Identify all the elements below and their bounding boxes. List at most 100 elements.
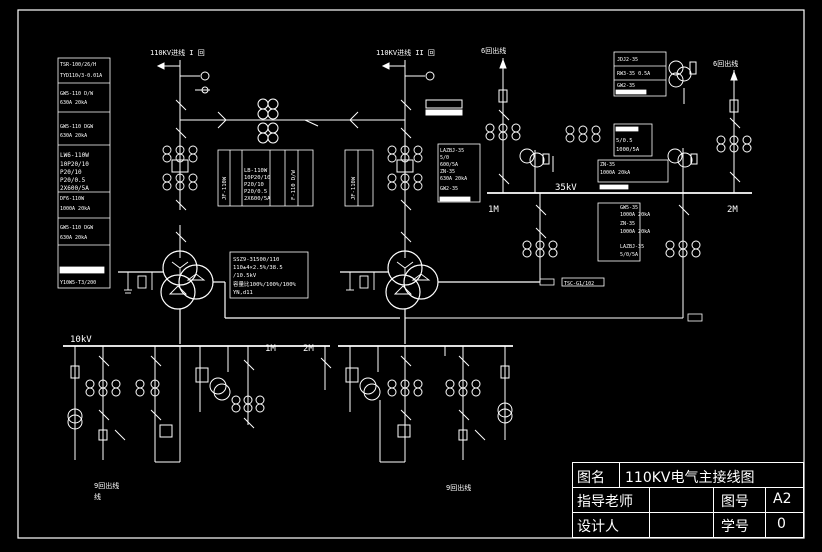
bus-10kv-2m-label: 2M (303, 344, 314, 354)
panel-35-right-line: 1000A 20kA (620, 212, 650, 218)
incomer-35-1 (522, 193, 558, 282)
incoming-line-1 (156, 60, 215, 258)
pt-35-left (519, 148, 554, 193)
panel-35-right-line: ZN-35 (600, 162, 615, 168)
left-panel-line: GW5-110 DGW (60, 124, 94, 130)
left-panel-line: 630A 20kA (60, 100, 87, 106)
mid-panel-a-line: JF-110W (222, 176, 228, 200)
left-panel-line: DF6-110W (60, 196, 85, 202)
bridge-section (215, 98, 375, 144)
panel-35-right-line: 1000A 20kA (600, 170, 630, 176)
outgoing-6-left-label: 6回出线 (481, 46, 506, 55)
panel-35-left-line: 5/0 (440, 155, 449, 161)
left-panel-line: P20/10 (60, 169, 82, 176)
transformer-2-ground (346, 272, 375, 291)
outgoing-9-left-suffix: 线 (94, 492, 101, 501)
outgoing-9-left-label: 9回出线 (94, 481, 119, 490)
panel-35-top-box (613, 51, 667, 97)
drawing-name-value: 110KV电气主接线图 (625, 470, 755, 486)
bus-35kv-1m-label: 1M (488, 205, 499, 215)
mid-panel-a-line: LB-110W (244, 168, 268, 174)
panel-35-left-line: GW2-35 (440, 186, 458, 192)
title-block-divider (649, 487, 650, 537)
panel-35-left-text: LAZBJ-35 5/0 600/5A ZN-35 630A 20kA GW2-… (440, 148, 467, 192)
title-block-divider (619, 463, 620, 487)
left-panel-line: GW5-110 DGW (60, 225, 94, 231)
feeder-35-left (485, 58, 521, 193)
pt-35-top (668, 60, 697, 104)
student-no-value: 0 (777, 516, 786, 532)
mid-panel-a-line: P20/10 (244, 182, 264, 188)
spec-line: 110±4×2.5%/38.5 (233, 265, 283, 271)
panel-35-right-line: 5/0/5A (620, 252, 638, 258)
panel-35-right-line: 1000A 20kA (620, 229, 650, 235)
feeders-10kv-right (345, 346, 513, 463)
mid-panel-a-line: 2X600/5A (244, 196, 271, 202)
spec-line: 容量比100%/100%/100% (233, 280, 297, 288)
spec-line: /10.5kV (233, 273, 257, 279)
mid-panel-a-line: 10P20/10 (244, 175, 271, 181)
panel-35-right-line: LAZBJ-35 (620, 244, 644, 250)
transformer-spec-text: SSZ9-31500/110 110±4×2.5%/38.5 /10.5kV 容… (233, 257, 297, 296)
panel-35-mid-line: 1000/5A (616, 147, 640, 153)
panel-35-mid-text: 5/0.5 1000/5A (616, 138, 640, 153)
panel-35-right-text: ZN-35 1000A 20kA GW5-35 1000A 20kA ZN-35… (600, 162, 650, 258)
left-panel-line: P20/0.5 (60, 177, 86, 184)
panel-35-left-box (437, 143, 481, 203)
incoming-line-1-label: 110KV进线 I 回 (150, 48, 205, 57)
mid-panel-a-line: F-110 D/W (291, 170, 297, 200)
panel-35-top-line: RW3-35 0.5A (617, 71, 650, 77)
panel-35-mid-line: 5/0.5 (616, 138, 633, 144)
ct-35-mid (565, 125, 601, 143)
left-panel-line: 2X600/5A (60, 185, 89, 192)
drawing-no-label: 图号 (721, 494, 749, 510)
student-no-label: 学号 (721, 519, 749, 535)
title-block-divider (573, 512, 803, 513)
incoming-line-2-label: 110KV进线 II 回 (376, 48, 435, 57)
transformer-1-ground (124, 272, 153, 294)
drawing-no-value: A2 (773, 491, 792, 507)
spec-line: SSZ9-31500/110 (233, 257, 279, 263)
left-panel-line: TSR-100/26/H (60, 62, 96, 68)
panel-35-mid-box (613, 123, 653, 157)
panel-35-left-line: LAZBJ-35 (440, 148, 464, 154)
left-panel-line: 630A 20kA (60, 133, 87, 139)
right-fuse (687, 313, 703, 322)
mid-panel-a-line: P20/0.5 (244, 189, 267, 195)
panel-35-top-line: GW2-35 (617, 83, 635, 89)
transformer-2 (340, 250, 540, 344)
middle-panel-b (344, 149, 374, 207)
left-panel-line: GW5-110 D/W (60, 91, 94, 97)
bus-35kv-label: 35kV (555, 183, 577, 193)
incoming-line-2 (375, 60, 463, 258)
drawing-border (17, 9, 805, 539)
left-panel-line: Y10W5-T3/200 (60, 280, 96, 286)
panel-35-left-line: ZN-35 (440, 169, 455, 175)
left-panel-line: TYD110√3-0.01A (60, 73, 102, 79)
title-block: 图名 110KV电气主接线图 指导老师 图号 A2 设计人 学号 0 (572, 462, 804, 538)
designer-label: 设计人 (577, 519, 619, 535)
panel-35-top-line: JDJ2-35 (617, 57, 638, 63)
middle-panel-a (217, 149, 314, 207)
panel-35-right-line: GW5-35 (620, 205, 638, 211)
panel-35-left-line: 630A 20kA (440, 176, 467, 182)
title-block-divider (573, 487, 803, 488)
tsc-label: TSC-G1/102 (564, 281, 594, 287)
panel-35-left-line: 600/5A (440, 162, 458, 168)
title-block-divider (713, 487, 714, 537)
title-block-divider (765, 487, 766, 537)
ct-cluster-right (387, 145, 423, 191)
panel-35-top-text: JDJ2-35 RW3-35 0.5A GW2-35 (617, 57, 650, 89)
feeder-35-right (716, 70, 752, 193)
middle-panel-a-text: JF-110W LB-110W 10P20/10 P20/10 P20/0.5 … (222, 168, 297, 202)
panel-35-right-line: ZN-35 (620, 221, 635, 227)
teacher-label: 指导老师 (577, 494, 633, 510)
left-equipment-panel (57, 57, 111, 289)
pt-35-right (667, 148, 698, 193)
incomer-35-2 (405, 193, 701, 319)
spec-line: YN,d11 (233, 290, 253, 296)
outgoing-6-right-label: 6回出线 (713, 59, 738, 68)
ct-cluster-left (162, 145, 198, 191)
tsc-box (561, 277, 605, 287)
